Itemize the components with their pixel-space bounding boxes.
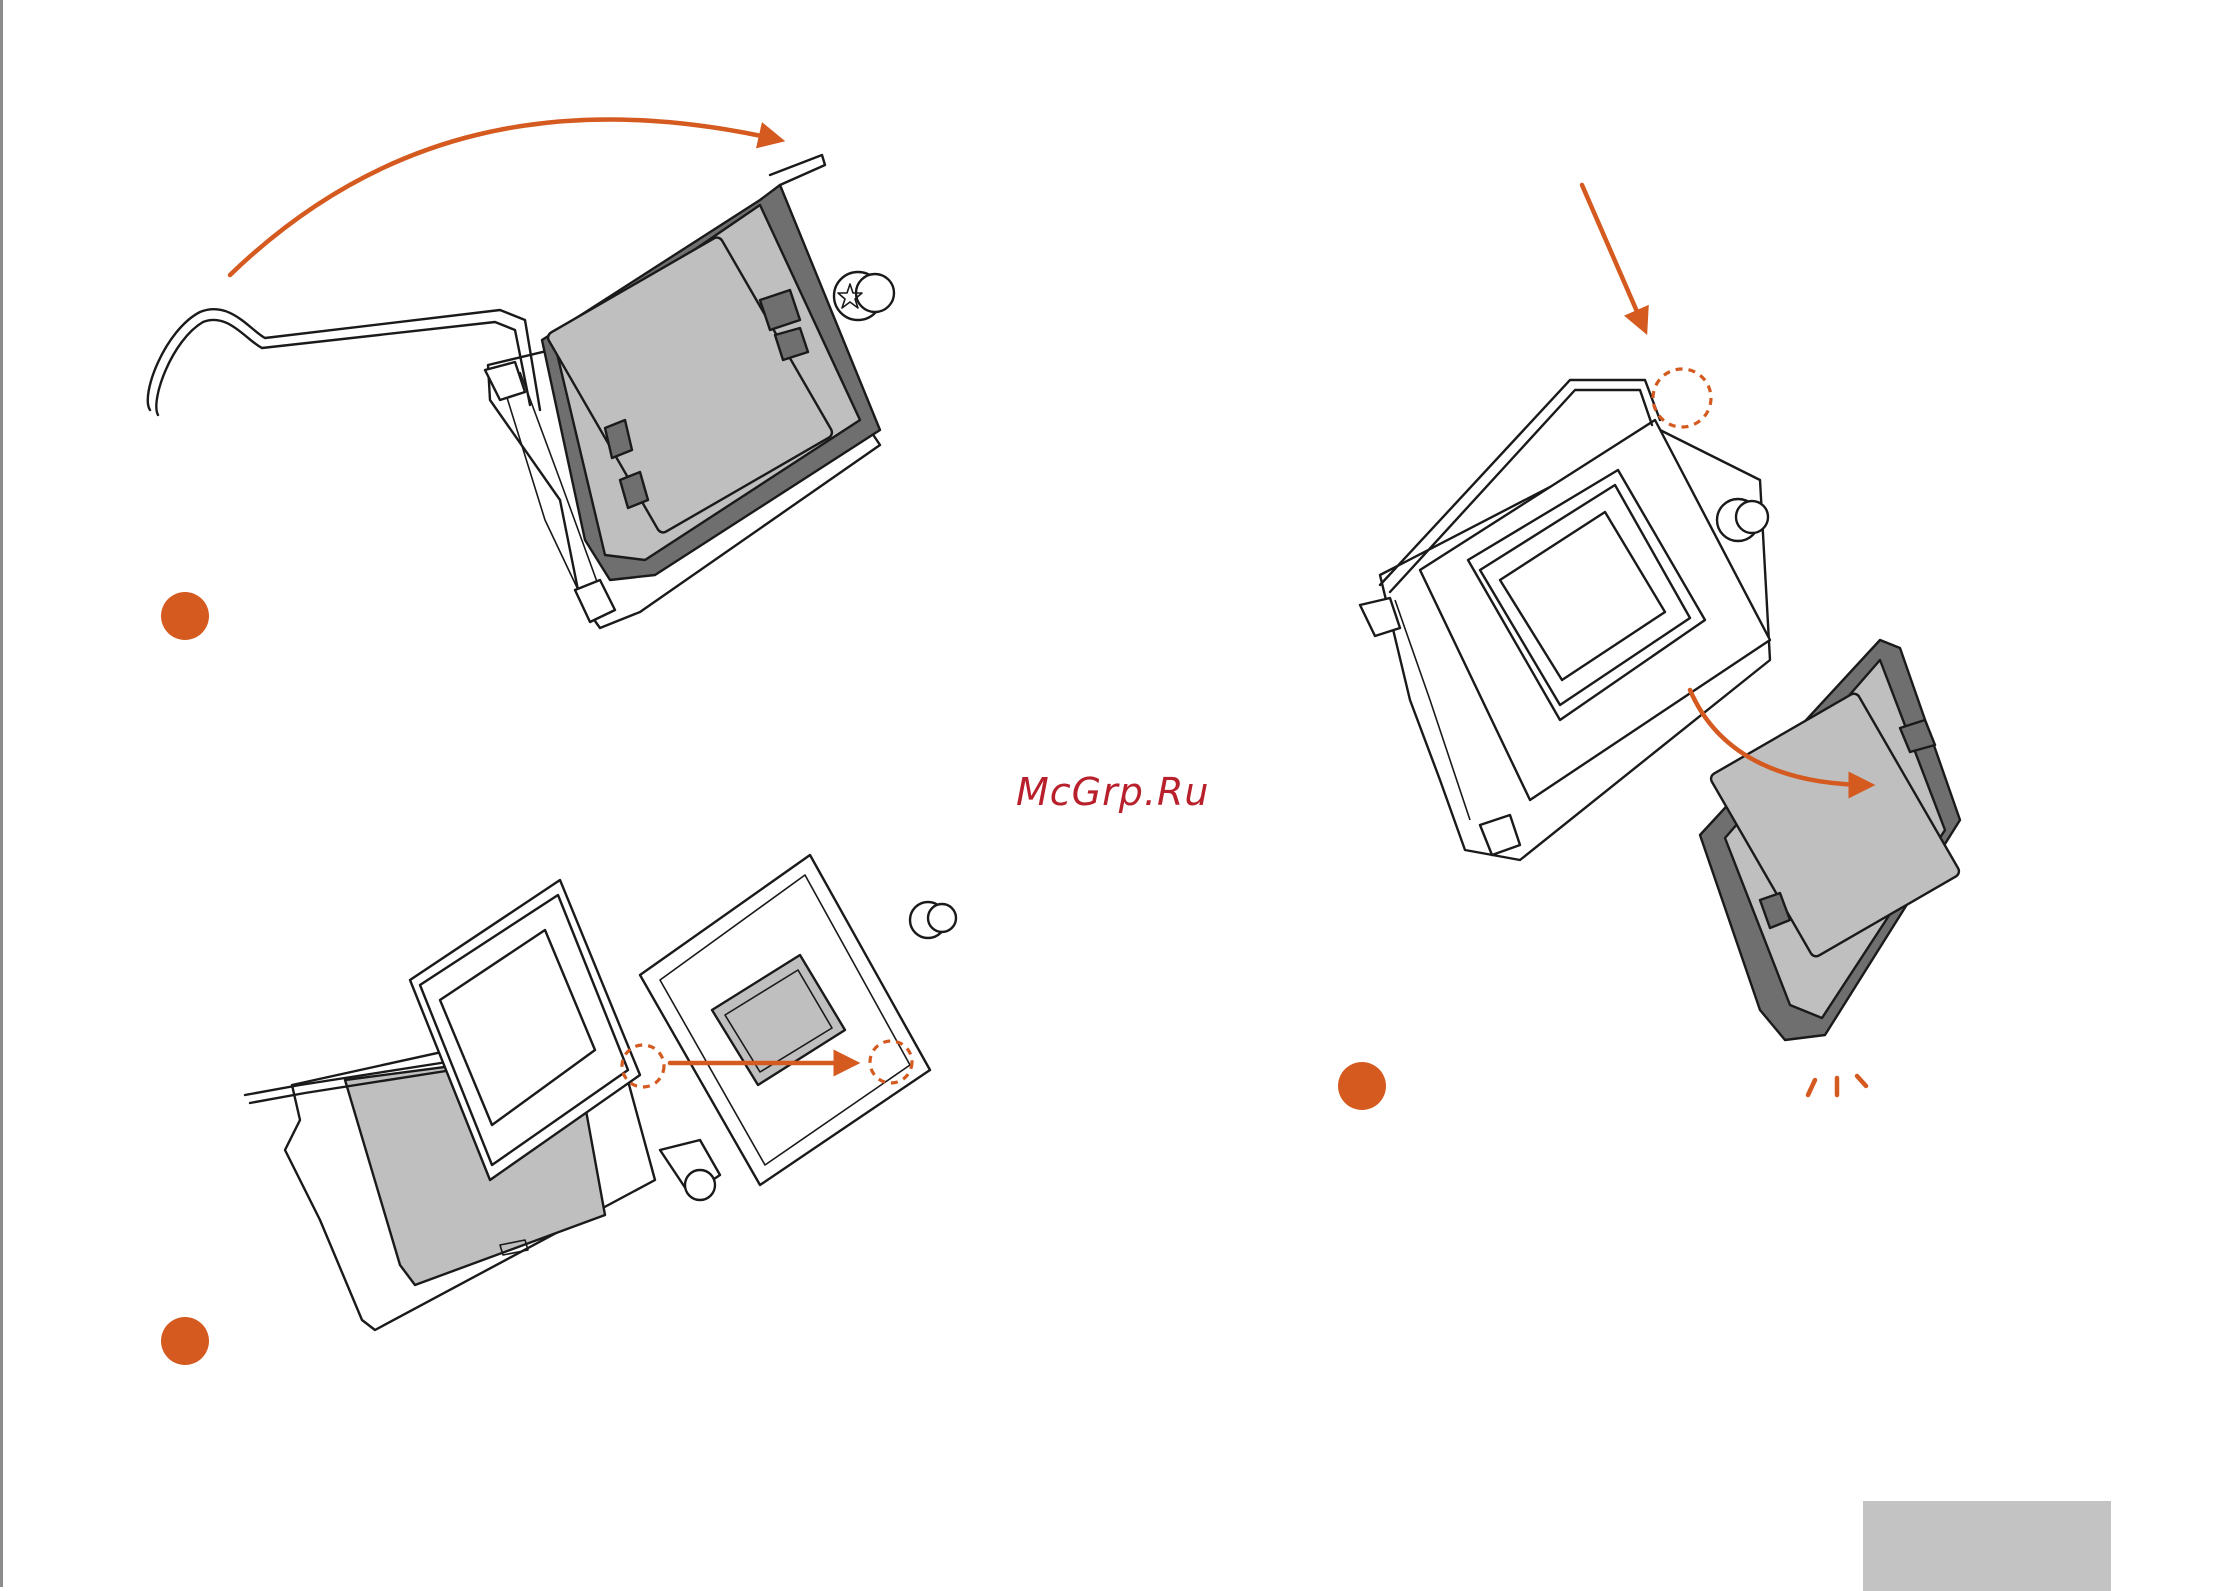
lever-hook-marker [1653,369,1711,427]
straight-arrow-icon [1582,185,1645,330]
protective-cap [1700,640,1961,1040]
step-marker-1 [161,592,209,640]
illustration-close-and-remove-cap [1360,185,1961,1095]
illustration-insert-cpu [245,855,956,1330]
screw-icon [834,272,894,320]
illustration-open-load-plate [148,119,894,628]
motion-lines [1808,1076,1866,1095]
step-marker-2 [161,1317,209,1365]
page-number-tab [1863,1501,2111,1591]
step-marker-3 [1338,1062,1386,1110]
socket-open [640,855,930,1195]
watermark-text: McGrp.Ru [1016,770,1209,814]
load-plate-open [542,185,880,580]
